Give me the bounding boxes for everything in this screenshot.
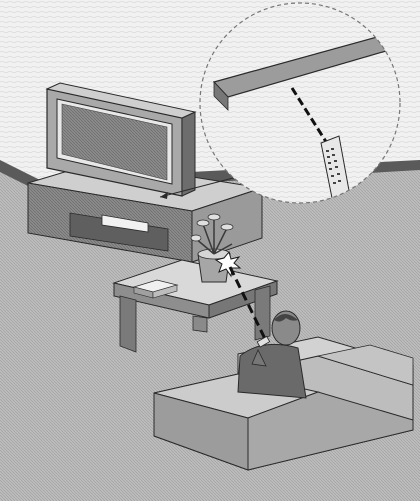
figure <box>0 0 420 501</box>
room-illustration <box>0 0 420 501</box>
